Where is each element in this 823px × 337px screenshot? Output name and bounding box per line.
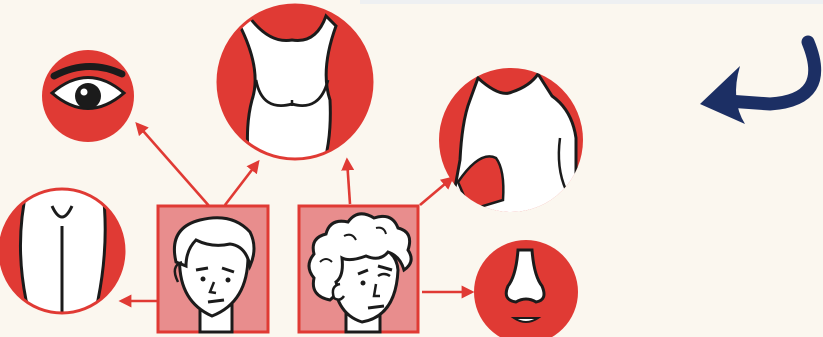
man-face-icon [158, 206, 268, 332]
shoulder-back-icon [439, 68, 583, 215]
curved-arrow-icon [700, 42, 815, 124]
arrow-to-breasts [225, 162, 258, 205]
arrow-to-eye [137, 124, 210, 207]
legs-icon [0, 184, 124, 320]
eye-icon [42, 50, 134, 142]
breasts-icon [218, 5, 372, 170]
arrow-to-breasts-2 [347, 160, 350, 204]
arrow-to-back [420, 178, 452, 205]
nose-icon [474, 240, 578, 337]
curly-hair-face-icon [299, 206, 418, 332]
